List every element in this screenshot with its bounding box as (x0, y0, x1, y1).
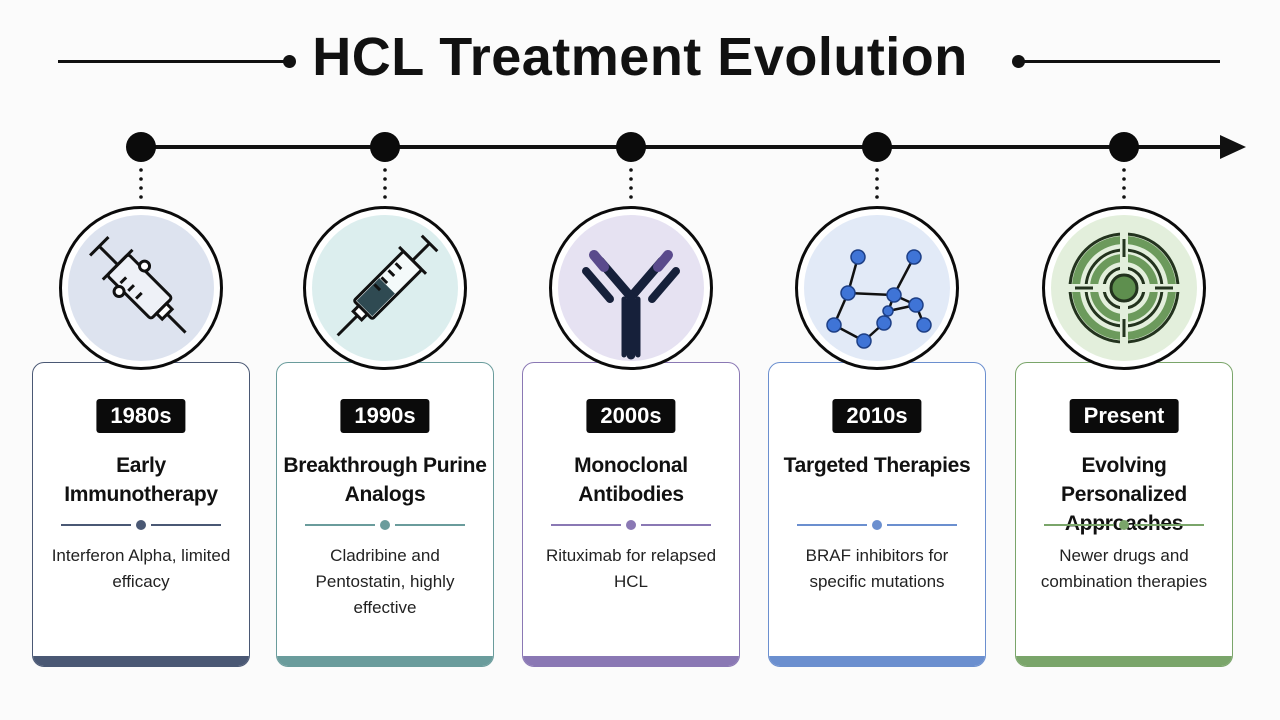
card-accent-bar (523, 656, 739, 666)
separator-line (305, 524, 375, 526)
title-rule-right (1020, 60, 1220, 63)
title-rule-left-dot (283, 55, 296, 68)
timeline-connector-dot (875, 177, 879, 181)
stage-description: Rituximab for relapsed HCL (545, 546, 717, 591)
separator-line (797, 524, 867, 526)
stage-title: Breakthrough Purine Analogs (283, 454, 487, 506)
card-separator (305, 520, 465, 530)
separator-line (641, 524, 711, 526)
separator-line (1134, 524, 1204, 526)
year-badge: Present (1069, 399, 1179, 433)
separator-dot (872, 520, 882, 530)
molecule-icon (804, 215, 950, 361)
title-rule-left (58, 60, 288, 63)
separator-line (551, 524, 621, 526)
timeline-connector-dot (139, 168, 143, 172)
separator-line (151, 524, 221, 526)
timeline-connector-dot (383, 186, 387, 190)
timeline-connector-dot (875, 168, 879, 172)
timeline-connector-dot (1122, 168, 1126, 172)
separator-line (61, 524, 131, 526)
card-separator (551, 520, 711, 530)
card-accent-bar (1016, 656, 1232, 666)
year-badge: 2000s (586, 399, 676, 433)
timeline-connector-dot (1122, 195, 1126, 199)
stage-description: Newer drugs and combination therapies (1040, 546, 1208, 591)
stage-title: Early Immunotherapy (64, 454, 218, 506)
timeline-node (862, 132, 892, 162)
stage-description: Interferon Alpha, limited efficacy (51, 546, 231, 591)
stage-icon-circle (303, 206, 467, 370)
year-badge: 2010s (832, 399, 922, 433)
stage-description: BRAF inhibitors for specific mutations (805, 546, 949, 591)
timeline-connector-dot (383, 177, 387, 181)
stage-icon-circle (59, 206, 223, 370)
separator-dot (380, 520, 390, 530)
card-separator (61, 520, 221, 530)
stage-title: Evolving Personalized Approaches (1061, 454, 1187, 535)
timeline-connector-dot (139, 195, 143, 199)
separator-line (395, 524, 465, 526)
stage-card-1: 1980s Early Immunotherapy Interferon Alp… (32, 362, 250, 667)
timeline-connector-dot (139, 177, 143, 181)
syringe-icon (68, 215, 214, 361)
timeline-connector-dot (1122, 177, 1126, 181)
timeline-connector-dot (875, 195, 879, 199)
page-title: HCL Treatment Evolution (312, 27, 968, 87)
timeline-node (616, 132, 646, 162)
separator-dot (1119, 520, 1129, 530)
stage-icon-circle (549, 206, 713, 370)
card-accent-bar (277, 656, 493, 666)
stage-card-2: 1990s Breakthrough Purine Analogs Cladri… (276, 362, 494, 667)
timeline-connector-dot (629, 186, 633, 190)
card-accent-bar (33, 656, 249, 666)
card-separator (797, 520, 957, 530)
card-separator (1044, 520, 1204, 530)
stage-title: Targeted Therapies (783, 454, 971, 477)
separator-line (1044, 524, 1114, 526)
stage-icon-circle (1042, 206, 1206, 370)
target-icon (1051, 215, 1197, 361)
antibody-icon (558, 215, 704, 361)
timeline-node (370, 132, 400, 162)
card-accent-bar (769, 656, 985, 666)
stage-title: Monoclonal Antibodies (574, 454, 688, 506)
timeline-connector-dot (383, 168, 387, 172)
title-rule-right-dot (1012, 55, 1025, 68)
stage-icon-circle (795, 206, 959, 370)
stage-description: Cladribine and Pentostatin, highly effec… (315, 546, 455, 617)
timeline-connector-dot (875, 186, 879, 190)
timeline-connector-dot (1122, 186, 1126, 190)
separator-line (887, 524, 957, 526)
title-bar: HCL Treatment Evolution (0, 0, 1280, 110)
syringe-icon (312, 215, 458, 361)
timeline-connector-dot (629, 168, 633, 172)
stage-card-3: 2000s Monoclonal Antibodies Rituximab fo… (522, 362, 740, 667)
timeline-connector-dot (629, 177, 633, 181)
timeline-node (1109, 132, 1139, 162)
timeline-connector-dot (383, 195, 387, 199)
timeline-node (126, 132, 156, 162)
year-badge: 1980s (96, 399, 186, 433)
stage-card-5: Present Evolving Personalized Approaches… (1015, 362, 1233, 667)
year-badge: 1990s (340, 399, 430, 433)
separator-dot (626, 520, 636, 530)
timeline-connector-dot (629, 195, 633, 199)
timeline-connector-dot (139, 186, 143, 190)
stage-card-4: 2010s Targeted Therapies BRAF inhibitors… (768, 362, 986, 667)
separator-dot (136, 520, 146, 530)
timeline-arrowhead (1220, 135, 1246, 159)
